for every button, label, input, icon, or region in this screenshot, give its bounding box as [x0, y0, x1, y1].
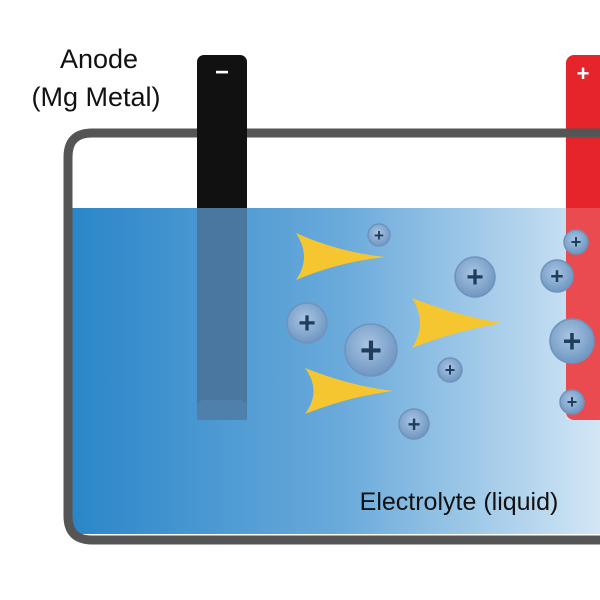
svg-text:+: +	[445, 360, 456, 380]
svg-text:+: +	[374, 226, 384, 245]
svg-text:+: +	[567, 392, 578, 412]
container-border	[63, 128, 600, 545]
anode-material: (Mg Metal)	[31, 82, 160, 112]
ion: +	[540, 259, 574, 293]
ion: +	[549, 318, 595, 364]
ion: +	[437, 357, 463, 383]
ion: +	[454, 256, 496, 298]
svg-text:+: +	[550, 263, 563, 289]
electrolyte-label: Electrolyte (liquid)	[360, 488, 559, 516]
ion: +	[559, 389, 585, 415]
anode-submerged-overlay	[197, 208, 247, 420]
anode-sign: −	[215, 59, 229, 86]
ion: +	[398, 408, 430, 440]
svg-text:+: +	[563, 323, 582, 359]
anode-title: Anode	[60, 44, 138, 74]
ion: +	[286, 302, 328, 344]
ion-flow-arrow	[296, 233, 385, 280]
svg-text:+: +	[571, 232, 582, 252]
svg-text:+: +	[298, 307, 316, 340]
ion: +	[367, 223, 391, 247]
svg-text:+: +	[466, 261, 484, 294]
svg-text:+: +	[408, 412, 421, 437]
svg-text:+: +	[360, 330, 382, 372]
ion: +	[563, 229, 589, 255]
ion: +	[344, 323, 398, 377]
ion-flow-arrow	[305, 368, 394, 414]
cathode-sign: +	[577, 61, 590, 86]
ion-flow-arrow	[412, 298, 502, 348]
